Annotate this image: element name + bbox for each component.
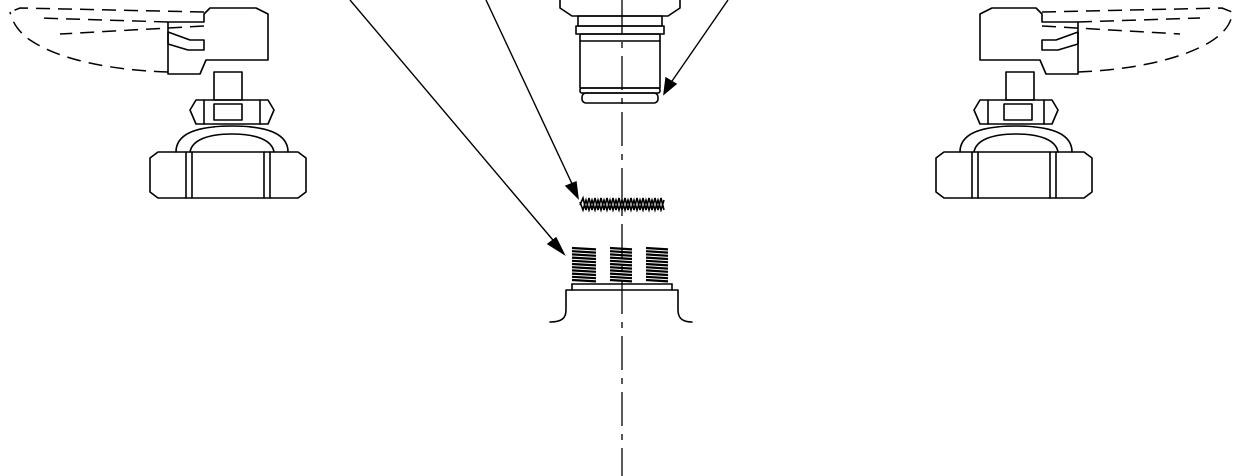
thread-line	[645, 253, 669, 257]
thread-line	[571, 256, 597, 261]
leader-arrowhead-nipple	[546, 236, 566, 256]
left-loop-outer	[127, 290, 305, 458]
right-post-inner	[690, 203, 955, 323]
thread-line	[645, 256, 669, 261]
thread-line	[571, 259, 597, 264]
thread-line	[645, 250, 669, 254]
thread-line	[645, 269, 669, 273]
thread-line	[645, 275, 669, 280]
right-handle-lever-top	[1041, 7, 1233, 13]
right-stem	[1005, 71, 1035, 101]
thread-line	[609, 246, 633, 251]
thread-line	[571, 266, 597, 270]
right-bonnet-inner	[973, 133, 1059, 153]
base-bottom-left	[168, 370, 300, 420]
leader-to-nipple	[349, 0, 559, 247]
boss-outline	[549, 289, 693, 323]
left-handle-lever-mid2	[59, 25, 205, 35]
right-handle-lever-mid	[1077, 17, 1201, 23]
right-packing-nut	[973, 99, 1059, 125]
left-packing-nut	[189, 99, 275, 125]
thread-line	[571, 272, 597, 277]
left-handle-tab	[167, 31, 205, 51]
thread-line	[609, 269, 633, 273]
right-handle-lever-mid2	[1041, 25, 1181, 35]
right-nut-window	[1003, 103, 1033, 121]
left-hex-nut	[149, 151, 307, 199]
center-boss	[549, 283, 693, 323]
threaded-nipple	[571, 246, 669, 283]
connector-body	[579, 33, 661, 42]
right-valve-body	[935, 71, 1093, 199]
left-post-thread-marks	[176, 202, 290, 208]
thread-line	[571, 275, 597, 280]
thread-line	[645, 266, 669, 270]
thread-line	[609, 253, 633, 257]
connector-shank	[579, 40, 661, 89]
thread-line	[571, 278, 597, 283]
connector-ring-2	[581, 92, 659, 104]
connector-collar-lip	[575, 25, 665, 35]
right-post-outline	[1075, 198, 1080, 370]
thread-line	[645, 272, 669, 277]
left-handle-lever-bottom	[9, 11, 169, 73]
connector-hex-top	[559, 0, 681, 17]
leader-arrowhead-connector	[663, 76, 678, 96]
thread-line	[571, 262, 597, 267]
right-handle-lever-bottom	[1077, 11, 1233, 73]
spout-connector	[559, 0, 681, 104]
base-bottom-center	[300, 411, 960, 413]
left-post-inner	[292, 203, 550, 323]
thread-line	[609, 275, 633, 280]
left-loop-inner	[153, 330, 170, 425]
thread-line	[609, 259, 633, 264]
thread-line	[609, 256, 633, 261]
right-handle-tab	[1041, 31, 1079, 51]
thread-line	[609, 278, 633, 283]
thread-line	[571, 253, 597, 257]
thread-line	[571, 246, 597, 251]
thread-line	[645, 259, 669, 264]
leader-lines	[349, 0, 729, 256]
right-bonnet	[959, 125, 1073, 153]
right-post-thread-marks	[958, 202, 1072, 208]
base-bottom-right	[960, 370, 1080, 418]
left-handle-lever-mid	[39, 17, 169, 23]
right-handle-hub	[979, 7, 1079, 75]
leader-to-connector	[669, 0, 729, 85]
left-bonnet-inner	[189, 133, 275, 153]
left-nut-window	[213, 103, 243, 121]
thread-line	[609, 266, 633, 270]
left-handle-lever-top	[9, 7, 205, 13]
left-handle-hub	[167, 7, 269, 75]
thread-line	[571, 250, 597, 254]
thread-line	[571, 269, 597, 273]
left-stem	[213, 71, 243, 101]
right-handle	[979, 7, 1233, 75]
thread-line	[645, 262, 669, 267]
right-hex-nut	[935, 151, 1093, 199]
left-bonnet	[175, 125, 289, 153]
thread-line	[609, 272, 633, 277]
leader-to-gasket	[485, 0, 575, 189]
thread-line	[609, 262, 633, 267]
left-post-outline	[168, 198, 172, 370]
faucet-base-body	[127, 198, 1081, 458]
thread-line	[645, 246, 669, 251]
left-handle	[9, 7, 269, 75]
connector-collar	[577, 15, 663, 27]
left-valve-body	[149, 71, 307, 199]
thread-line	[645, 278, 669, 283]
leader-arrowhead-gasket	[564, 181, 579, 200]
thread-line	[609, 250, 633, 254]
